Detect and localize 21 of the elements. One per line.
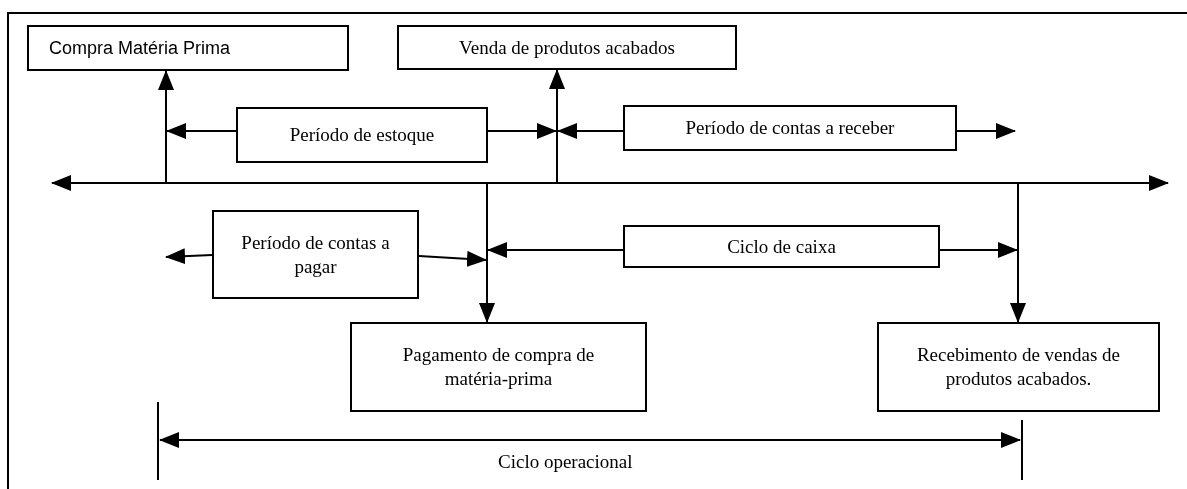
process-box: Recebimento de vendas de produtos acabados. [877, 322, 1160, 412]
process-box: Período de contas a receber [623, 105, 957, 151]
process-box: Período de contas a pagar [212, 210, 419, 299]
process-box: Compra Matéria Prima [27, 25, 349, 71]
arrow [939, 242, 1018, 258]
dimension-label: Ciclo operacional [498, 451, 633, 473]
arrow [549, 69, 565, 184]
arrow [166, 123, 237, 139]
arrow [418, 250, 487, 267]
arrow [956, 123, 1016, 139]
arrow [487, 123, 557, 139]
arrow [487, 242, 624, 258]
process-box: Ciclo de caixa [623, 225, 940, 268]
arrow [1010, 182, 1026, 323]
process-box: Período de estoque [236, 107, 488, 163]
arrow [165, 248, 213, 265]
process-box: Pagamento de compra de matéria-prima [350, 322, 647, 412]
arrow [479, 182, 495, 323]
process-box: Venda de produtos acabados [397, 25, 737, 70]
arrow [158, 70, 174, 184]
arrow [557, 123, 624, 139]
